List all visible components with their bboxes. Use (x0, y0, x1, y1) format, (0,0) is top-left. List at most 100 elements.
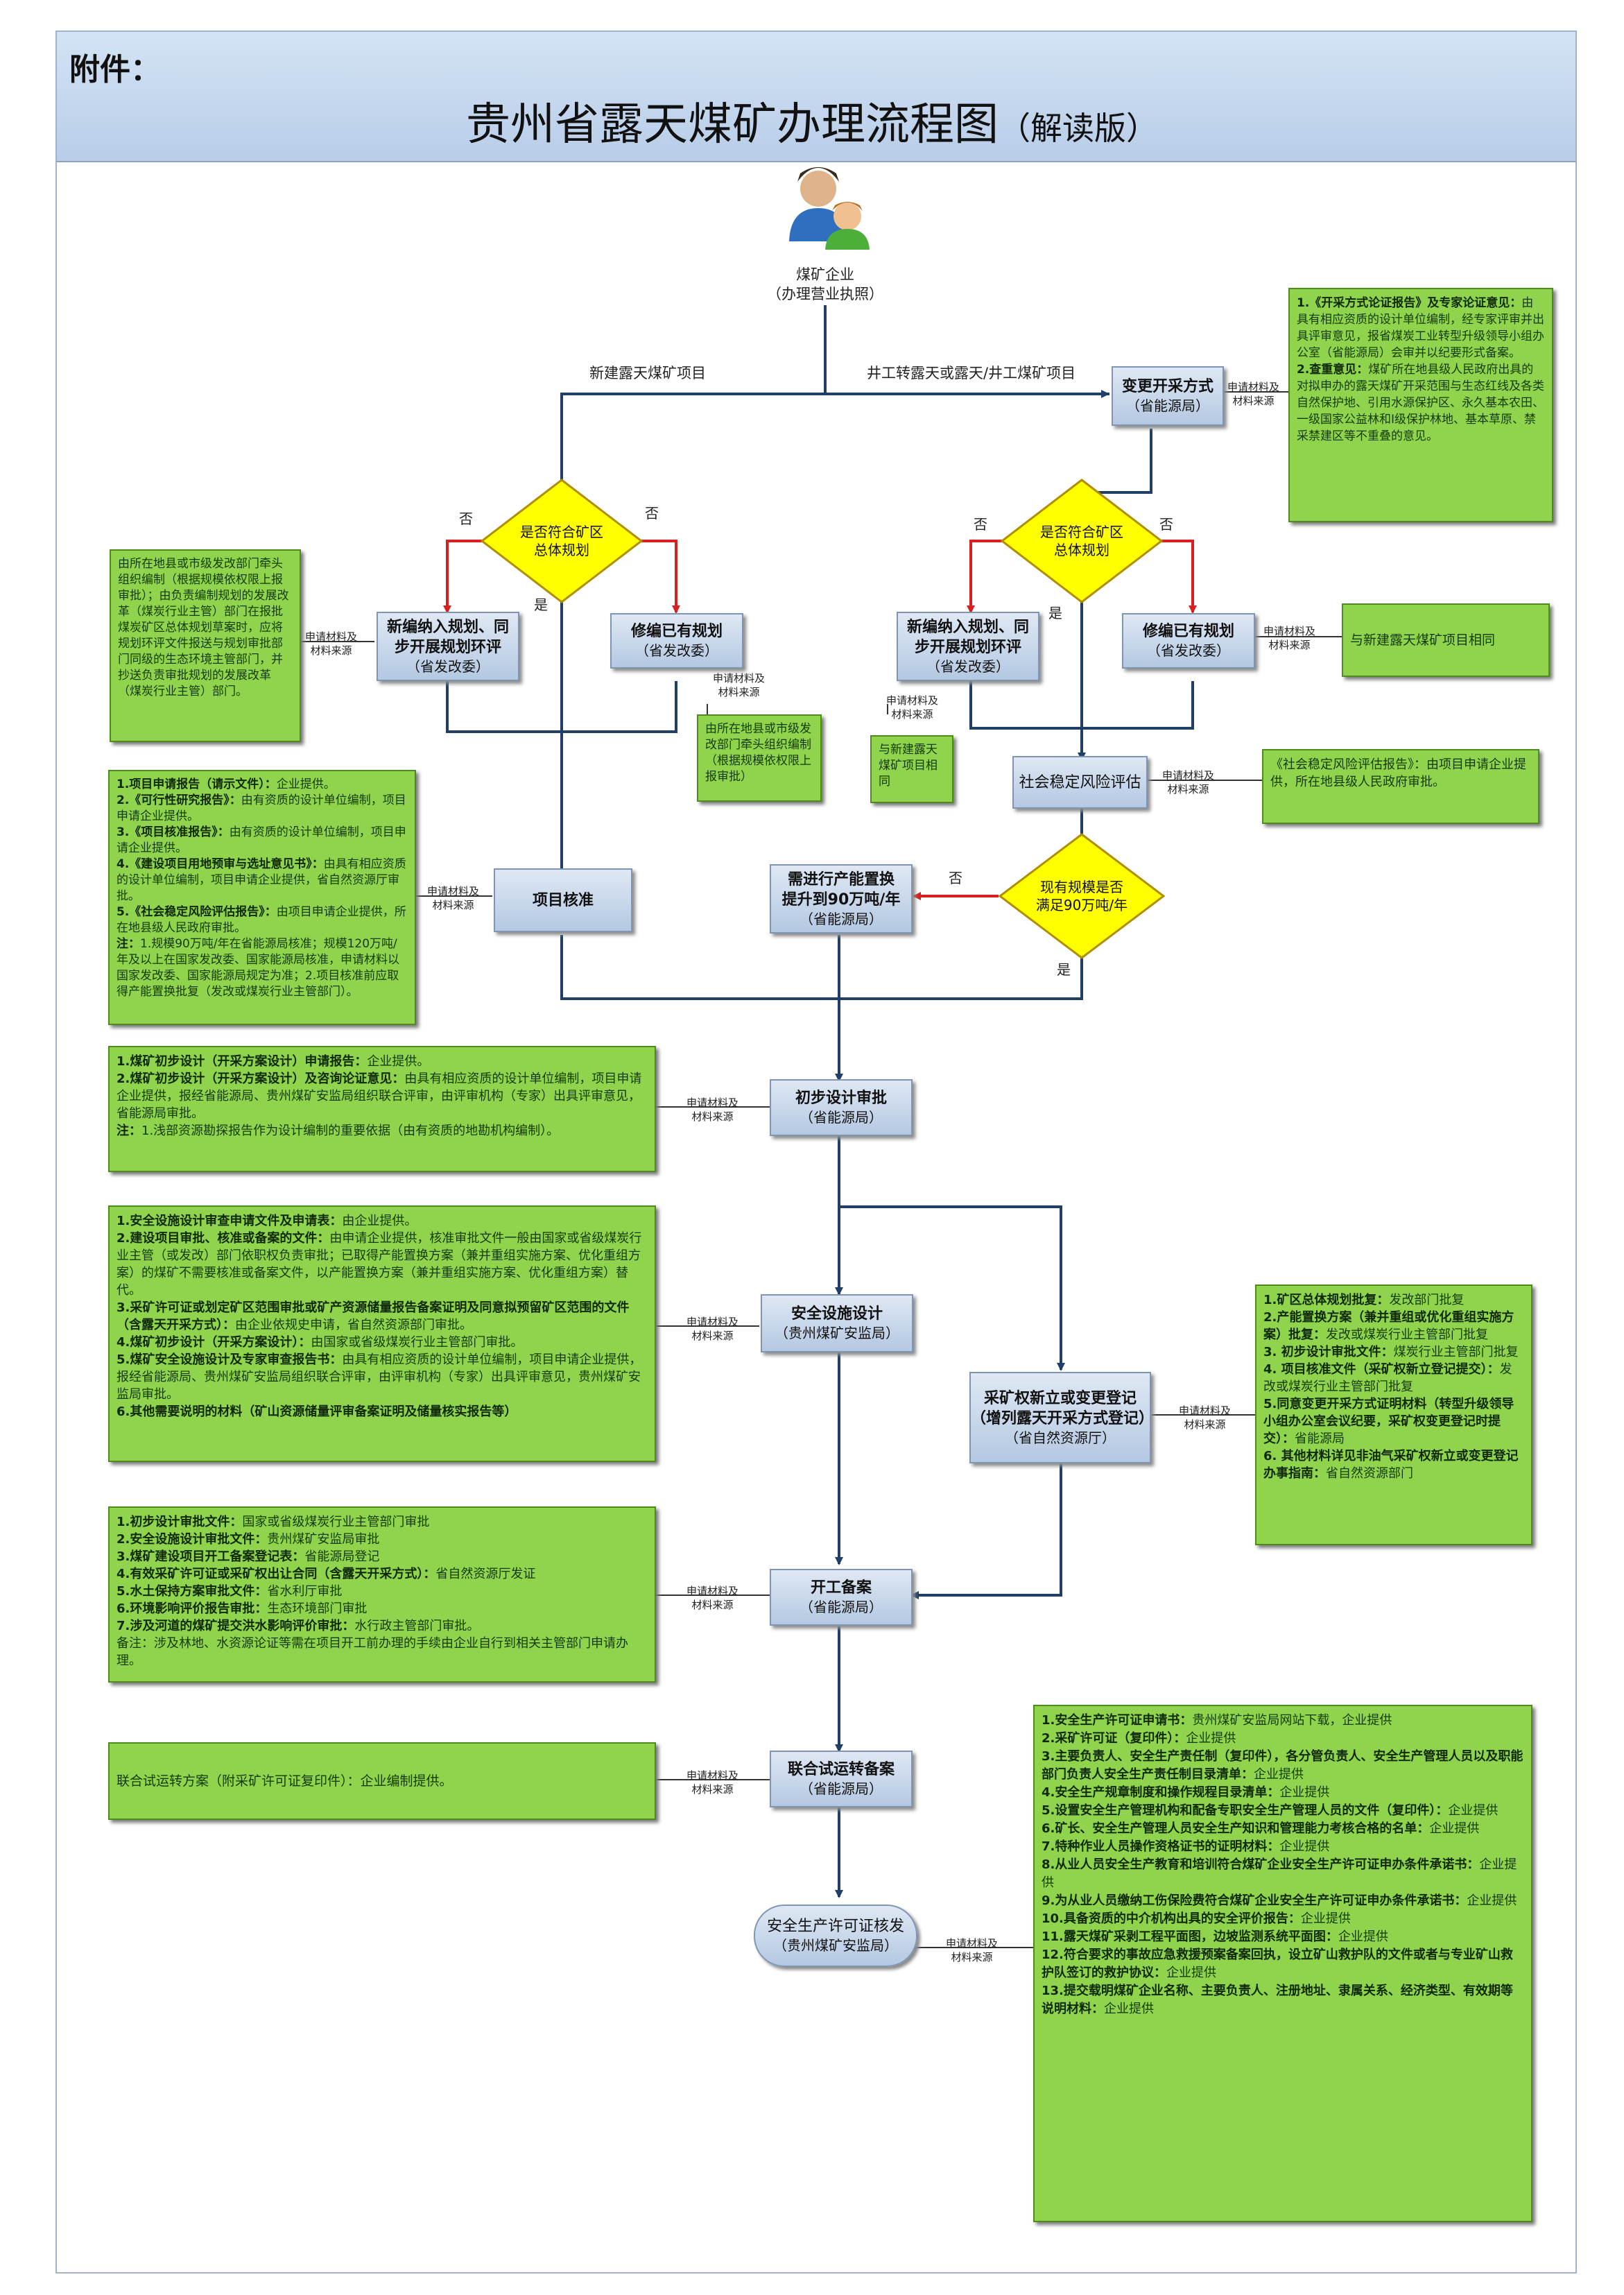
note-item-heading: 5.《社会稳定风险评估报告》： (116, 905, 277, 919)
box-start-filing[interactable]: 开工备案 （省能源局） (770, 1569, 913, 1626)
box-safety-design-title: 安全设施设计 (791, 1305, 883, 1323)
source-label: 申请材料及材料来源 (1227, 381, 1280, 407)
note-item-text: 企业提供 (1338, 1929, 1388, 1944)
note-item: 6.其他需要说明的材料（矿山资源储量评审备案证明及储量核实报告等） (116, 1403, 648, 1420)
note-item: 4.安全生产规章制度和操作规程目录清单：企业提供 (1042, 1784, 1524, 1802)
note-item-text: 省自然资源部门 (1326, 1466, 1413, 1481)
note-item-text: 企业提供 (1467, 1893, 1517, 1908)
box-safety-design[interactable]: 安全设施设计 （贵州煤矿安监局） (761, 1294, 913, 1352)
box-prelim-design-dept: （省能源局） (800, 1109, 883, 1126)
decision-right-text: 是否符合矿区 总体规划 (1019, 517, 1144, 565)
note-item-text: 煤矿所在地县级人民政府出具的对拟申办的露天煤矿开采范围与生态红线及各类自然保护地… (1297, 363, 1544, 443)
box-safety-license-title: 安全生产许可证核发 (766, 1918, 904, 1935)
note-item-text: 企业提供 (1448, 1803, 1498, 1818)
note-item-text: 发改或煤炭行业主管部门批复 (1326, 1327, 1488, 1342)
box-change-method-title: 变更开采方式 (1121, 378, 1213, 395)
box-project-approval[interactable]: 项目核准 (494, 868, 632, 932)
note-item: 5.设置安全生产管理机构和配备专职安全生产管理人员的文件（复印件）：企业提供 (1042, 1802, 1524, 1820)
note-item-heading: 1.项目申请报告（请示文件）： (116, 777, 277, 791)
source-label: 申请材料及材料来源 (427, 885, 480, 911)
start-line2: （办理营业执照） (767, 286, 883, 302)
box-start-filing-dept: （省能源局） (800, 1599, 883, 1615)
note-item: 1.《开采方式论证报告》及专家论证意见：由具有相应资质的设计单位编制，经专家评审… (1297, 295, 1545, 361)
source-label: 申请材料及材料来源 (686, 1769, 739, 1796)
box-capacity-replace[interactable]: 需进行产能置换 提升到90万吨/年 （省能源局） (770, 864, 913, 934)
box-change-method-dept: （省能源局） (1126, 397, 1209, 414)
red-right-no2 (1159, 540, 1197, 614)
note-item-text: 发改或煤炭行业主管部门批复 (1263, 1362, 1512, 1394)
note-item: 2.产能置换方案（兼并重组或优化重组实施方案）批复：发改或煤炭行业主管部门批复 (1263, 1309, 1524, 1343)
source-label: 申请材料及材料来源 (1179, 1404, 1232, 1431)
note-item: 4.有效采矿许可证或采矿权出让合同（含露天开采方式）：省自然资源厅发证 (116, 1565, 648, 1583)
decision-left-l2: 总体规划 (534, 542, 589, 558)
note-item-text: 企业提供 (1429, 1821, 1480, 1836)
decision-diamonds (480, 479, 1166, 959)
note-item-heading: 12.符合要求的事故应急救援预案备案回执，设立矿山救护队的文件或者与专业矿山救护… (1042, 1948, 1513, 1980)
note-item: 6.矿长、安全生产管理人员安全生产知识和管理能力考核合格的名单：企业提供 (1042, 1820, 1524, 1838)
note-item-text: 由申请企业提供，核准审批文件一般由国家或省级煤炭行业主管（或发改）部门依职权负责… (116, 1231, 642, 1298)
note-item-heading: 3.主要负责人、安全生产责任制（复印件），各分管负责人、安全生产管理人员以及职能… (1042, 1749, 1523, 1782)
box-prelim-design[interactable]: 初步设计审批 （省能源局） (770, 1079, 913, 1136)
page-title: 贵州省露天煤矿办理流程图（解读版） (0, 89, 1624, 153)
note-item-heading: 6.其他需要说明的材料（矿山资源储量评审备案证明及储量核实报告等） (116, 1404, 517, 1419)
note-right-plan-text: 与新建露天煤矿项目相同 (879, 743, 938, 789)
box-start-filing-title: 开工备案 (810, 1579, 872, 1597)
note-item: 13.提交载明煤矿企业名称、主要负责人、注册地址、隶属关系、经济类型、有效期等说… (1042, 1982, 1524, 2018)
note-item: 6.环境影响评价报告审批：生态环境部门审批 (116, 1600, 648, 1617)
box-mining-right-l1: 采矿权新立或变更登记 (983, 1389, 1137, 1407)
box-revise-plan-left[interactable]: 修编已有规划 （省发改委） (610, 613, 743, 669)
box-safety-license[interactable]: 安全生产许可证核发 （贵州煤矿安监局） (754, 1905, 917, 1967)
note-right-revise: 与新建露天煤矿项目相同 (1342, 603, 1550, 677)
decision-scale-l1: 现有规模是否 (1040, 879, 1123, 895)
note-item: 备注：涉及林地、水资源论证等需在项目开工前办理的手续由企业自行到相关主管部门申请… (116, 1635, 648, 1669)
note-item: 注：1.浅部资源勘探报告作为设计编制的重要依据（由有资质的地勘机构编制）。 (116, 1122, 648, 1140)
note-social-risk-text: 《社会稳定风险评估报告》：由项目申请企业提供，所在地县级人民政府审批。 (1270, 757, 1526, 789)
note-item-heading: 5.同意变更开采方式证明材料（转型升级领导小组办公室会议纪要，采矿权变更登记时提… (1263, 1397, 1514, 1446)
decision-scale-l2: 满足90万吨/年 (1035, 897, 1128, 913)
box-revise-plan-right[interactable]: 修编已有规划 （省发改委） (1122, 613, 1255, 669)
note-item: 5.同意变更开采方式证明材料（转型升级领导小组办公室会议纪要，采矿权变更登记时提… (1263, 1395, 1524, 1447)
note-item-text: 省水利厅审批 (267, 1584, 343, 1599)
note-left-revise: 由所在地县或市级发改部门牵头组织编制（根据规模依权限上报审批） (697, 714, 822, 802)
box-change-method[interactable]: 变更开采方式 （省能源局） (1112, 366, 1224, 426)
note-item-text: 企业提供。 (276, 777, 336, 791)
source-label: 申请材料及材料来源 (686, 1097, 739, 1123)
note-item-heading: 5.水土保持方案审批文件： (116, 1584, 268, 1599)
note-item: 4. 项目核准文件（采矿权新立登记提交）：发改或煤炭行业主管部门批复 (1263, 1361, 1524, 1395)
note-item: 3.《项目核准报告》：由有资质的设计单位编制，项目申请企业提供。 (116, 825, 408, 857)
note-change-method: 1.《开采方式论证报告》及专家论证意见：由具有相应资质的设计单位编制，经专家评审… (1288, 288, 1553, 522)
note-item-heading: 2.煤矿初步设计（开采方案设计）及咨询论证意见： (116, 1072, 405, 1086)
decision-left-text: 是否符合矿区 总体规划 (499, 517, 624, 565)
no-label: 否 (645, 505, 659, 522)
box-new-plan-right[interactable]: 新编纳入规划、同 步开展规划环评 （省发改委） (897, 612, 1039, 681)
source-label: 申请材料及材料来源 (713, 672, 766, 698)
note-item-heading: 8.从业人员安全生产教育和培训符合煤矿企业安全生产许可证申办条件承诺书： (1042, 1857, 1480, 1872)
note-item-text: 由企业依规史申请，省自然资源部门审批。 (235, 1318, 472, 1332)
note-trial-filing: 联合试运转方案（附采矿许可证复印件）：企业编制提供。 (108, 1742, 656, 1820)
note-item-heading: 7.特种作业人员操作资格证书的证明材料： (1042, 1839, 1280, 1854)
line-scale-yes (839, 957, 1083, 1000)
box-social-risk[interactable]: 社会稳定风险评估 (1012, 756, 1148, 809)
source-label: 申请材料及材料来源 (1263, 625, 1316, 651)
note-item: 3. 初步设计审批文件：煤炭行业主管部门批复 (1263, 1343, 1524, 1361)
box-mining-right[interactable]: 采矿权新立或变更登记 （增列露天开采方式登记） （省自然资源厅） (969, 1372, 1154, 1463)
box-new-plan-left[interactable]: 新编纳入规划、同 步开展规划环评 （省发改委） (377, 612, 519, 681)
note-item: 2.《可行性研究报告》：由有资质的设计单位编制，项目申请企业提供。 (116, 793, 408, 825)
title-main: 贵州省露天煤矿办理流程图 (466, 99, 999, 151)
box-trial-filing[interactable]: 联合试运转备案 （省能源局） (770, 1751, 913, 1807)
note-social-risk: 《社会稳定风险评估报告》：由项目申请企业提供，所在地县级人民政府审批。 (1262, 749, 1539, 824)
note-item: 1.安全设施设计审查申请文件及申请表：由企业提供。 (116, 1212, 648, 1230)
line-left-plan-merge (446, 681, 562, 733)
note-item-heading: 4.安全生产规章制度和操作规程目录清单： (1042, 1785, 1280, 1800)
note-item-text: 贵州煤矿安监局审批 (267, 1532, 380, 1547)
note-safety-design: 1.安全设施设计审查申请文件及申请表：由企业提供。2.建设项目审批、核准或备案的… (108, 1205, 656, 1462)
no-label: 否 (974, 516, 987, 533)
note-item-heading: 2.建设项目审批、核准或备案的文件： (116, 1231, 330, 1246)
box-safety-license-dept: （贵州煤矿安监局） (773, 1937, 898, 1954)
red-left-no (443, 540, 484, 614)
line-left-revise-merge (562, 681, 677, 733)
note-item-text: 贵州煤矿安监局网站下载，企业提供 (1192, 1713, 1392, 1728)
note-item-heading: 4.煤矿初步设计（开采方案设计）： (116, 1335, 311, 1350)
note-item-heading: 1.安全设施设计审查申请文件及申请表： (116, 1214, 343, 1228)
